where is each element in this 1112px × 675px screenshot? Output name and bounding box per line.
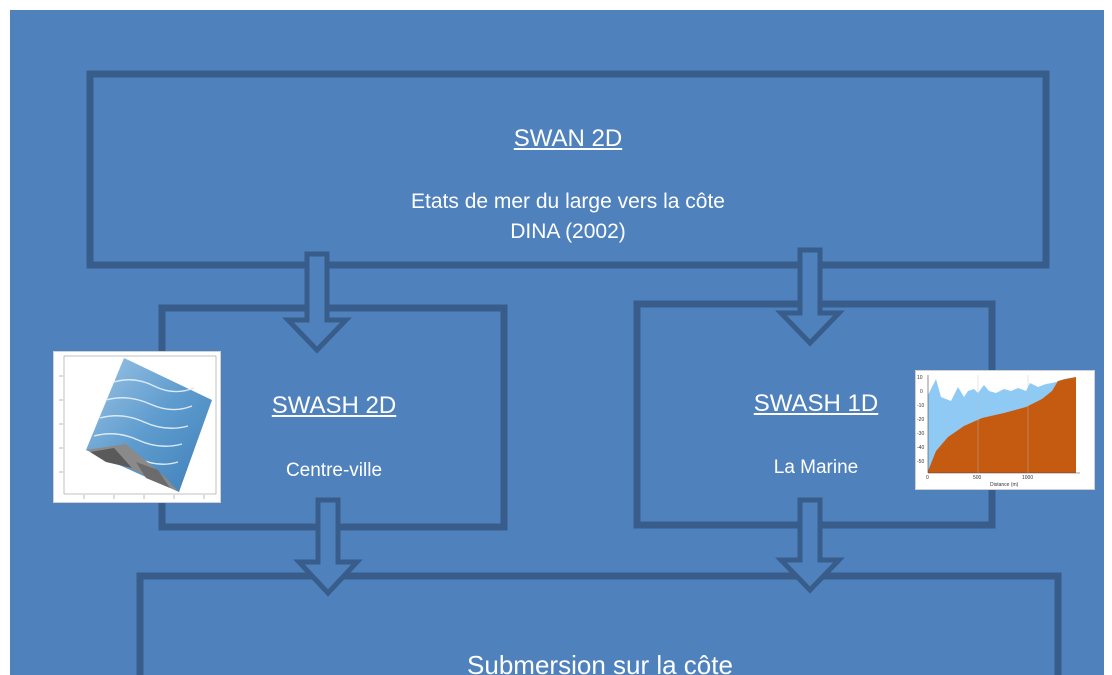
swan-reference: DINA (2002)	[510, 220, 626, 243]
profile-land-area	[928, 377, 1076, 473]
profile-xtick: 0	[926, 475, 929, 481]
profile-xtick: 500	[973, 475, 982, 481]
submersion-box	[136, 572, 1062, 675]
swash2d-wave-map-image	[53, 351, 221, 503]
profile-ytick: -20	[917, 417, 924, 423]
profile-ytick: 0	[920, 389, 923, 395]
flow-diagram	[86, 70, 1062, 675]
swash1d-subtitle: La Marine	[773, 457, 859, 478]
arrow-swan-to-swash2d	[282, 251, 352, 354]
swash1d-title: SWASH 1D	[753, 390, 879, 417]
profile-ytick: -50	[917, 459, 924, 465]
slide-background: SWAN 2D Etats de mer du large vers la cô…	[10, 10, 1104, 675]
swan-description: Etats de mer du large vers la côte	[411, 190, 725, 213]
profile-ytick: -10	[917, 403, 924, 409]
profile-ytick: -40	[917, 445, 924, 451]
submersion-label: Submersion sur la côte	[467, 650, 733, 675]
swan-title: SWAN 2D	[513, 125, 623, 152]
swash2d-title: SWASH 2D	[271, 392, 397, 419]
swash1d-profile-chart: 10 0 -10 -20 -30 -40 -50 0 500 1000 Dist…	[915, 370, 1095, 490]
arrow-swash2d-to-submersion	[293, 497, 363, 597]
arrow-swash1d-to-submersion	[775, 497, 845, 594]
profile-xlabel: Distance (m)	[990, 482, 1019, 488]
arrow-swan-to-swash1d	[775, 247, 845, 347]
profile-plot-area	[927, 375, 1080, 474]
swash2d-subtitle: Centre-ville	[285, 460, 383, 481]
profile-xtick: 1000	[1022, 475, 1033, 481]
profile-ytick: -30	[917, 431, 924, 437]
swan-box	[86, 70, 1050, 269]
profile-ytick: 10	[917, 375, 923, 381]
